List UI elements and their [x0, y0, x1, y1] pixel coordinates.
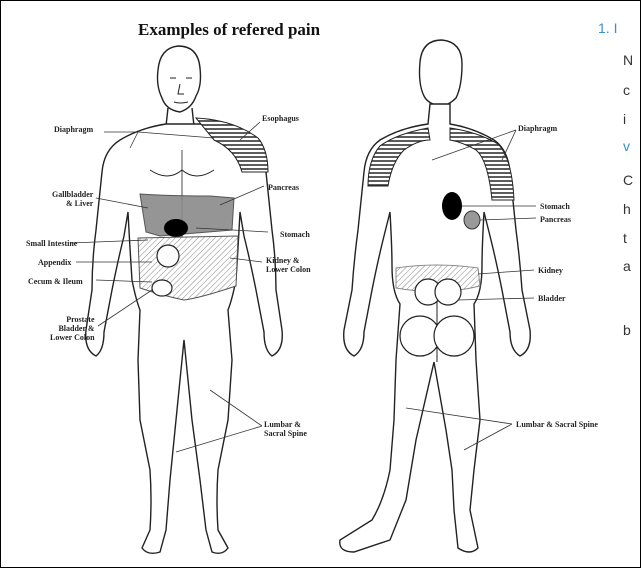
front-label-esophagus: Esophagus — [262, 114, 299, 123]
back-bladder-circle-2 — [435, 279, 461, 305]
side-line-2: c — [623, 82, 630, 98]
side-line-1: N — [623, 52, 633, 68]
side-line-6: h — [623, 201, 631, 217]
back-label-stomach: Stomach — [540, 202, 570, 211]
front-label-gallbladder-liver: Gallbladder & Liver — [52, 190, 93, 208]
side-line-3: i — [623, 111, 626, 127]
back-label-kidney: Kidney — [538, 266, 563, 275]
side-heading: 1. I — [598, 20, 617, 36]
front-bladder — [152, 280, 172, 296]
front-head — [158, 46, 201, 112]
front-label-kidney-lower-colon: Kidney & Lower Colon — [266, 256, 311, 274]
front-label-prostate-bladder: Prostate Bladder & Lower Colon — [50, 315, 95, 342]
back-buttock-right — [434, 316, 474, 356]
back-stomach-mark — [442, 192, 462, 220]
side-line-7: t — [623, 230, 627, 246]
side-line-5: C — [623, 172, 633, 188]
front-label-appendix: Appendix — [38, 258, 71, 267]
front-label-cecum-ileum: Cecum & Ileum — [28, 277, 83, 286]
back-head — [420, 40, 463, 106]
side-line-4: v — [623, 138, 630, 154]
back-label-diaphragm: Diaphragm — [518, 124, 557, 133]
back-label-pancreas: Pancreas — [540, 215, 571, 224]
side-line-8: a — [623, 258, 631, 274]
front-label-stomach: Stomach — [280, 230, 310, 239]
front-label-lumbar-sacral: Lumbar & Sacral Spine — [264, 420, 307, 438]
back-label-lumbar-sacral: Lumbar & Sacral Spine — [516, 420, 598, 429]
front-stomach-mark — [164, 219, 188, 237]
front-small-intestine — [157, 245, 179, 267]
front-label-small-intestine: Small Intestine — [26, 239, 77, 248]
back-label-bladder: Bladder — [538, 294, 566, 303]
front-label-pancreas: Pancreas — [268, 183, 299, 192]
side-line-9: b — [623, 322, 631, 338]
back-pancreas-mark — [464, 211, 480, 229]
front-torso — [86, 124, 283, 553]
front-label-diaphragm: Diaphragm — [54, 125, 93, 134]
